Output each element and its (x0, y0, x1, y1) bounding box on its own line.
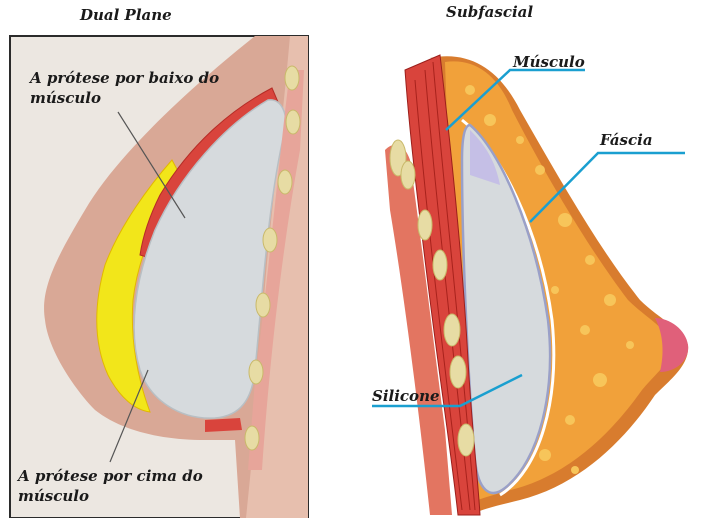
label-muscle: Músculo (513, 53, 585, 71)
label-under-muscle: A prótese por baixo do músculo (30, 69, 220, 107)
ribs (244, 65, 301, 451)
label-over-muscle: A prótese por cima do músculo (18, 467, 203, 505)
chest-wall-muscle (385, 144, 452, 515)
implant-subfascial (460, 123, 552, 495)
nipple (655, 318, 689, 372)
pointer-over (109, 369, 149, 463)
dual-plane-diagram (9, 35, 309, 518)
subfascial-title: Subfascial (446, 3, 534, 21)
implant-dual-plane (133, 99, 287, 419)
pointer-musculo (445, 68, 585, 131)
pointer-under (117, 111, 186, 219)
implant-top-shade (470, 130, 500, 185)
pointer-silicone (372, 373, 523, 408)
pointer-fascia (529, 151, 685, 223)
dual-plane-title: Dual Plane (80, 6, 172, 24)
fat-layer (96, 159, 181, 413)
label-fascia: Fáscia (600, 131, 653, 149)
subfascial-diagram (372, 54, 689, 516)
muscle-tail (205, 418, 242, 432)
ribs-subfascial (389, 139, 475, 457)
label-silicone: Silicone (372, 387, 440, 405)
fat-spots (465, 85, 634, 474)
